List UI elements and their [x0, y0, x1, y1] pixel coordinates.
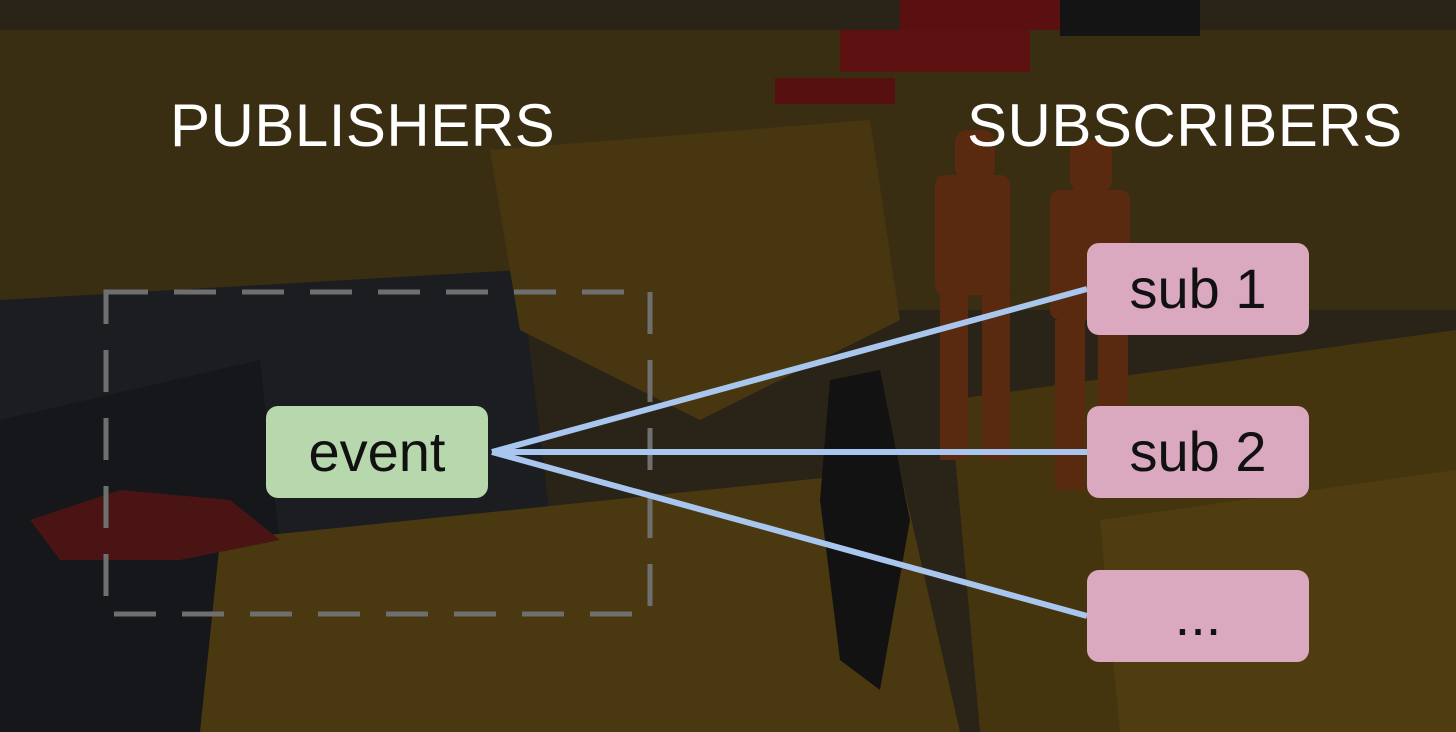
subscriber-node-label: ...: [1174, 584, 1222, 647]
event-node-label: event: [308, 420, 446, 483]
subscriber-node-label: sub 1: [1129, 257, 1267, 320]
subscriber-node-2: sub 2: [1087, 406, 1309, 498]
subscribers-heading: SUBSCRIBERS: [967, 92, 1403, 159]
event-node: event: [266, 406, 488, 498]
subscriber-node-label: sub 2: [1129, 420, 1267, 483]
subscriber-node-3: ...: [1087, 570, 1309, 662]
publishers-heading: PUBLISHERS: [170, 92, 556, 159]
subscriber-node-1: sub 1: [1087, 243, 1309, 335]
